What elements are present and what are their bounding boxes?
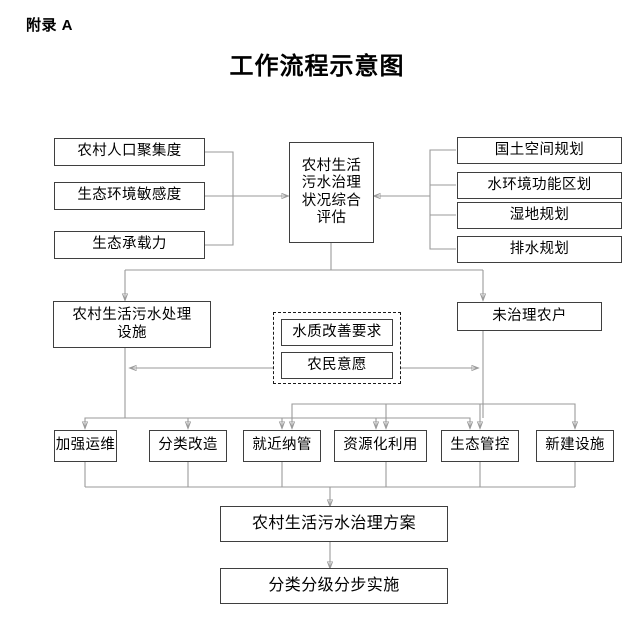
node-pop-density[interactable]: 农村人口聚集度: [54, 138, 205, 166]
node-label: 农村生活污水处理 设施: [72, 307, 192, 341]
node-water-quality-req[interactable]: 水质改善要求: [281, 319, 393, 346]
node-label: 就近纳管: [252, 437, 312, 454]
node-farmer-will[interactable]: 农民意愿: [281, 352, 393, 379]
node-new-facilities[interactable]: 新建设施: [536, 430, 614, 462]
node-label: 生态管控: [450, 437, 510, 454]
node-ops-maintenance[interactable]: 加强运维: [54, 430, 117, 462]
node-label: 农村生活 污水治理 状况综合 评估: [301, 158, 362, 226]
node-wetland-plan[interactable]: 湿地规划: [457, 202, 622, 229]
node-label: 水环境功能区划: [487, 176, 592, 193]
node-label: 新建设施: [545, 437, 605, 454]
node-label: 分类改造: [158, 437, 218, 454]
node-implementation[interactable]: 分类分级分步实施: [220, 568, 448, 604]
node-label: 分类分级分步实施: [268, 576, 400, 594]
node-label: 未治理农户: [492, 307, 567, 324]
node-untreated[interactable]: 未治理农户: [457, 302, 602, 331]
node-facilities[interactable]: 农村生活污水处理 设施: [53, 301, 211, 348]
node-eco-sensitivity[interactable]: 生态环境敏感度: [54, 182, 205, 210]
node-label: 加强运维: [55, 437, 116, 454]
node-classified-retrofit[interactable]: 分类改造: [149, 430, 227, 462]
node-label: 农村人口聚集度: [77, 143, 182, 160]
node-label: 水质改善要求: [292, 323, 382, 340]
node-land-plan[interactable]: 国土空间规划: [457, 137, 622, 164]
node-label: 国土空间规划: [494, 141, 585, 158]
node-plan[interactable]: 农村生活污水治理方案: [220, 506, 448, 542]
node-eco-capacity[interactable]: 生态承载力: [54, 231, 205, 259]
node-label: 湿地规划: [509, 206, 570, 223]
node-label: 农村生活污水治理方案: [251, 514, 416, 532]
node-label: 生态环境敏感度: [77, 187, 182, 204]
node-label: 农民意愿: [307, 356, 367, 373]
node-water-func-plan[interactable]: 水环境功能区划: [457, 172, 622, 199]
node-label: 资源化利用: [343, 437, 418, 454]
node-resource-utilization[interactable]: 资源化利用: [334, 430, 427, 462]
page-title: 工作流程示意图: [229, 54, 405, 80]
node-drainage-plan[interactable]: 排水规划: [457, 236, 622, 263]
node-eco-control[interactable]: 生态管控: [441, 430, 519, 462]
node-assessment[interactable]: 农村生活 污水治理 状况综合 评估: [289, 142, 374, 243]
node-nearby-connection[interactable]: 就近纳管: [243, 430, 321, 462]
node-label: 生态承载力: [92, 236, 167, 253]
node-label: 排水规划: [509, 240, 570, 257]
appendix-label: 附录 A: [26, 17, 74, 34]
